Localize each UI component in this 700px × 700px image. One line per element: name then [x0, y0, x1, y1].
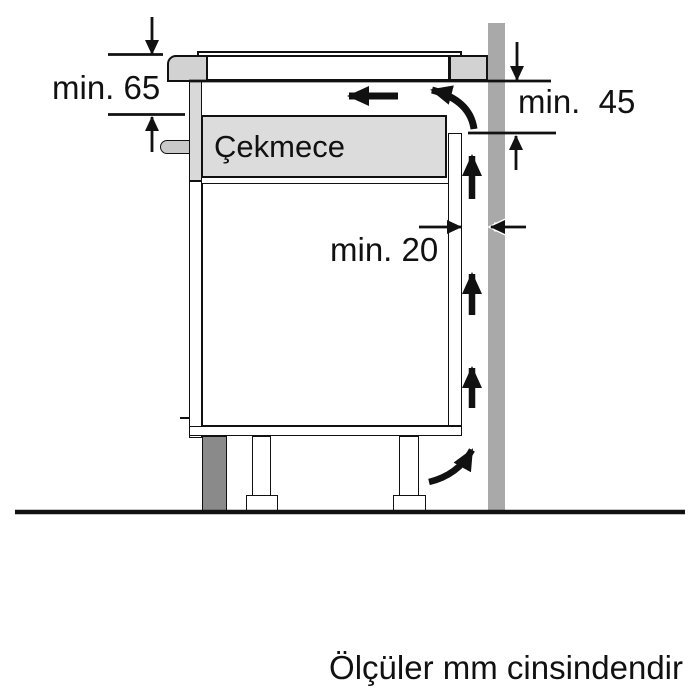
- footer-note: Ölçüler mm cinsindendir: [329, 649, 683, 686]
- cooktop-glass: [197, 51, 462, 57]
- foot-right-base: [393, 495, 426, 511]
- cabinet-interior: [202, 183, 449, 426]
- cabinet-left-panel-lower: [189, 181, 202, 438]
- dim-label-65: min. 65: [52, 69, 161, 106]
- drawer-box: Çekmece: [201, 115, 447, 178]
- plinth-leg: [202, 436, 227, 511]
- cabinet-bottom-shelf: [189, 426, 462, 436]
- drawer-label: Çekmece: [214, 128, 345, 164]
- cooktop-left-trim: [167, 55, 208, 82]
- wall: [488, 23, 505, 511]
- foot-right-stem: [399, 436, 419, 496]
- foot-left-base: [246, 495, 278, 511]
- cooktop-body: [206, 55, 450, 81]
- dim-label-45: min. 45: [518, 83, 636, 120]
- airflow-arrow-curve-bottom: [428, 448, 475, 486]
- drawer-handle: [160, 140, 191, 154]
- foot-left-stem: [252, 436, 271, 496]
- dim-label-20: min. 20: [330, 231, 439, 268]
- cooktop-right-trim: [449, 55, 488, 81]
- cabinet-right-panel: [448, 133, 462, 426]
